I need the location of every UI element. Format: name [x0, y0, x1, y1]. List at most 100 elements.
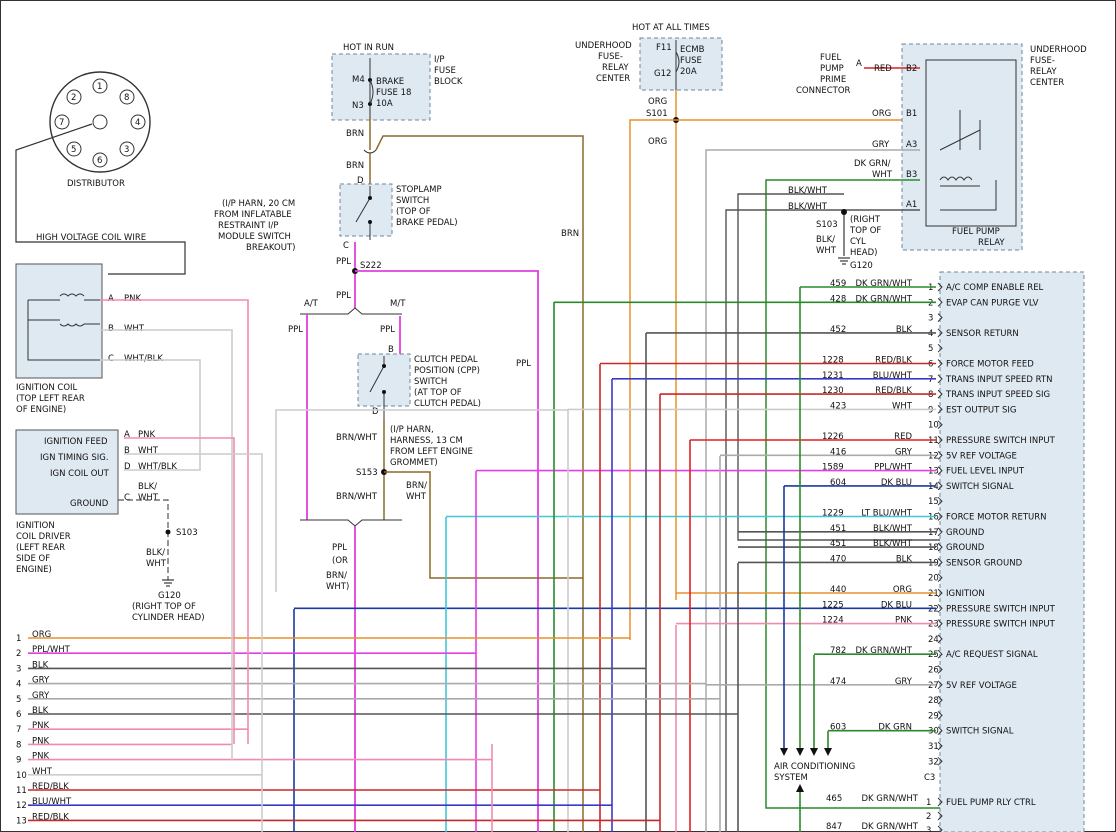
driver-wire-d: WHT/BLK	[138, 462, 177, 472]
relay-pin-b3: B3	[906, 170, 917, 180]
pcm-terminal	[937, 542, 943, 552]
distributor-pin-label: 6	[97, 156, 102, 166]
pcm-function: GROUND	[946, 528, 985, 538]
pcm-pin: 3	[928, 314, 933, 324]
bottom-wire-num: 4	[16, 680, 21, 690]
bottom-wire-color: BLK	[32, 706, 49, 716]
pcm-terminal	[937, 420, 943, 430]
pcm-terminal	[937, 649, 943, 659]
pcm-function: PRESSURE SWITCH INPUT	[946, 604, 1056, 614]
pcm-function: SENSOR GROUND	[946, 558, 1023, 568]
bottom-mid-3: BRN/	[326, 571, 347, 581]
driver-pin-b: B	[124, 446, 130, 456]
pcm-wire: DK GRN/WHT	[855, 294, 912, 304]
fuse-name1: BRAKE	[376, 77, 404, 87]
driver-pin-a: A	[124, 430, 130, 440]
pcm-pin: 31	[928, 742, 939, 752]
bottom-wire-color: WHT	[32, 767, 53, 777]
coil-pin-a: A	[108, 294, 114, 304]
cpp-label3: SWITCH	[414, 377, 447, 387]
pcm-wire: BLK/WHT	[873, 539, 913, 549]
ignition-coil: IGNITION COIL (TOP LEFT REAR OF ENGINE)	[15, 263, 103, 415]
distributor-pin	[66, 141, 82, 157]
bottom-wire-color: BLU/WHT	[32, 797, 72, 807]
pcm-function: PRESSURE SWITCH INPUT	[946, 436, 1056, 446]
relay-wire-red: RED	[874, 64, 892, 74]
ip-fuse-block	[331, 53, 431, 121]
pcm-pin: 18	[928, 543, 939, 553]
s101-org2: ORG	[648, 137, 667, 147]
ac-arrow-in	[824, 748, 832, 756]
driver-line3: (LEFT REAR	[16, 543, 65, 553]
pcm-wire: DK BLU	[881, 478, 912, 488]
s103-left-wire1: BLK/	[146, 548, 165, 558]
pcm-function: EST OUTPUT SIG	[946, 405, 1017, 415]
ignition-coil-driver: IGNITION FEED IGN TIMING SIG. IGN COIL O…	[15, 429, 119, 575]
cpp-label2: POSITION (CPP)	[414, 366, 480, 376]
bottom-wire-num: 2	[16, 649, 21, 659]
pcm-terminal	[937, 313, 943, 322]
driver-line5: ENGINE)	[16, 565, 52, 575]
ecmb-name1: ECMB	[680, 45, 705, 55]
distributor-pin	[66, 89, 82, 105]
pcm-pin: 16	[928, 513, 939, 523]
pcm-terminal	[937, 389, 943, 399]
pcm-pin: 9	[928, 405, 933, 415]
pcm-wire: DK BLU	[881, 600, 912, 610]
trans-at: A/T	[304, 299, 319, 309]
bottom-wire-color: BLK	[32, 660, 49, 670]
ac-arrow-out	[796, 784, 804, 792]
pcm-wire: BLK	[896, 554, 913, 564]
coil-connection	[100, 299, 249, 744]
c3-circuit: 847	[826, 822, 842, 832]
pcm-circuit: 1589	[822, 463, 844, 473]
ppl-mt: PPL	[380, 325, 395, 335]
bottom-wire-color: ORG	[32, 630, 51, 640]
pcm-terminal	[937, 328, 943, 338]
bottom-wire-color: PNK	[32, 736, 49, 746]
bottom-wire-color: GRY	[32, 676, 50, 686]
pcm-pin: 29	[928, 711, 939, 721]
pcm-function: FORCE MOTOR FEED	[946, 360, 1034, 370]
pcm-terminal	[937, 726, 943, 736]
ac-arrow-in	[810, 748, 818, 756]
pcm-terminal	[937, 741, 943, 751]
ac-arrow-in	[780, 748, 788, 756]
c3-terminal	[937, 825, 943, 832]
coil-connection	[100, 359, 201, 471]
g120-left-note1: (RIGHT TOP OF	[132, 602, 196, 612]
pcm-terminal	[937, 282, 943, 292]
pcm-pin: 11	[928, 436, 939, 446]
pcm-circuit: 782	[830, 646, 846, 656]
c3-circuit: 465	[826, 794, 842, 804]
pcm-terminal	[937, 496, 943, 506]
ppl-at: PPL	[288, 325, 303, 335]
pcm-function: 5V REF VOLTAGE	[946, 451, 1017, 461]
pcm-terminal	[937, 711, 943, 720]
pcm-terminal	[937, 756, 943, 766]
bottom-wire-num: 8	[16, 740, 21, 750]
relay-pin-a3: A3	[906, 140, 917, 150]
pcm-circuit: 1230	[822, 386, 844, 396]
bottom-wire-num: 1	[16, 634, 21, 644]
c3-terminal	[937, 811, 943, 821]
s103r-w3b: WHT	[816, 246, 837, 256]
distributor-pin	[119, 89, 135, 105]
fuse-block-label3: BLOCK	[434, 77, 463, 87]
distributor-pin-label: 7	[59, 118, 64, 128]
bottom-wire-color: PNK	[32, 721, 49, 731]
pcm-connector	[939, 271, 1085, 832]
stoplamp-label1: STOPLAMP	[396, 185, 442, 195]
stoplamp-switch	[339, 183, 393, 237]
driver-wire-a: PNK	[138, 430, 155, 440]
distributor-pin	[92, 152, 108, 168]
ecmb-g12: G12	[654, 69, 671, 79]
pcm-terminal	[937, 435, 943, 445]
uh-right-3: RELAY	[1030, 67, 1057, 77]
s103-left: S103	[176, 528, 198, 538]
driver-pin-c: C	[124, 493, 130, 503]
pcm-pin: 15	[928, 497, 939, 507]
c3-function: FUEL PUMP RLY CTRL	[946, 798, 1036, 808]
brn-right: BRN	[561, 229, 579, 239]
pcm-function: FUEL LEVEL INPUT	[946, 467, 1025, 477]
